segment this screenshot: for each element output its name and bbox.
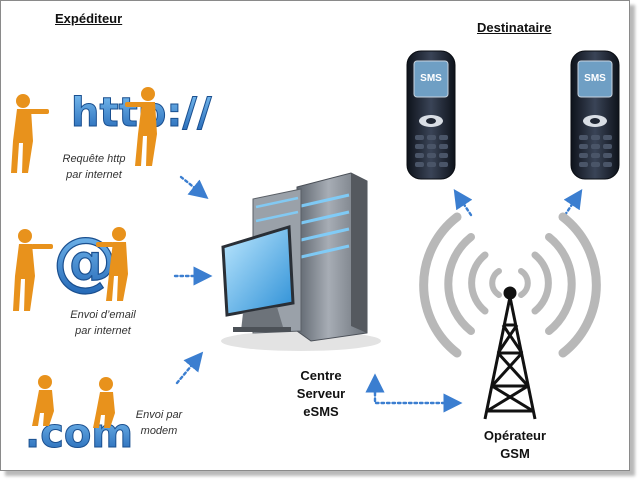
- monitor-icon: [221, 225, 295, 332]
- arrow-server-to-operator: [373, 380, 463, 413]
- server-label-line1: Centre: [300, 368, 342, 383]
- signal-waves: [419, 212, 601, 358]
- person-figure-icon: [13, 229, 53, 311]
- person-figure-icon: [11, 94, 49, 173]
- server-label-line3: eSMS: [303, 404, 339, 419]
- http-caption: Requête http par internet: [49, 151, 139, 183]
- email-caption-line1: Envoi d’email: [70, 309, 136, 321]
- operator-label-line1: Opérateur: [483, 428, 547, 443]
- sender-heading: Expéditeur: [55, 11, 123, 26]
- phone-screen-text: SMS: [420, 73, 442, 84]
- arrow-tower-to-phone-left: [453, 189, 473, 217]
- modem-caption: Envoi par modem: [119, 407, 199, 439]
- phone-screen-text: SMS: [584, 73, 606, 84]
- person-figure-icon: [125, 87, 157, 166]
- server-label-line2: Serveur: [296, 386, 346, 401]
- http-caption-line1: Requête http: [62, 153, 126, 165]
- mobile-phone-icon: SMS: [570, 50, 620, 180]
- http-caption-line2: par internet: [66, 169, 122, 181]
- arrows: [173, 175, 583, 413]
- dotcom-logo: .com: [25, 411, 133, 457]
- diagram-frame: http:// @: [0, 0, 630, 471]
- email-caption-line2: par internet: [75, 325, 131, 337]
- modem-sender-group: .com: [25, 375, 134, 458]
- http-sender-group: http://: [11, 87, 212, 173]
- operator-label-line2: GSM: [500, 446, 530, 461]
- operator-label: Opérateur GSM: [467, 427, 563, 463]
- person-figure-icon: [96, 227, 128, 301]
- person-figure-icon: [32, 375, 54, 426]
- arrow-modem-to-server: [175, 351, 204, 385]
- modem-caption-line2: modem: [140, 425, 178, 437]
- modem-caption-line1: Envoi par: [135, 409, 183, 421]
- arrow-tower-to-phone-right: [563, 189, 583, 217]
- mobile-phone-icon: SMS: [406, 50, 456, 180]
- email-caption: Envoi d’email par internet: [58, 307, 148, 339]
- recipient-heading: Destinataire: [477, 20, 552, 35]
- diagram-artwork: http:// @: [11, 50, 620, 458]
- server-label: Centre Serveur eSMS: [281, 367, 361, 421]
- person-figure-icon: [93, 377, 115, 428]
- email-sender-group: @: [13, 224, 128, 311]
- arrow-http-to-server: [179, 175, 209, 199]
- at-sign-logo: @: [53, 225, 117, 299]
- antenna-tower-icon: [483, 286, 537, 420]
